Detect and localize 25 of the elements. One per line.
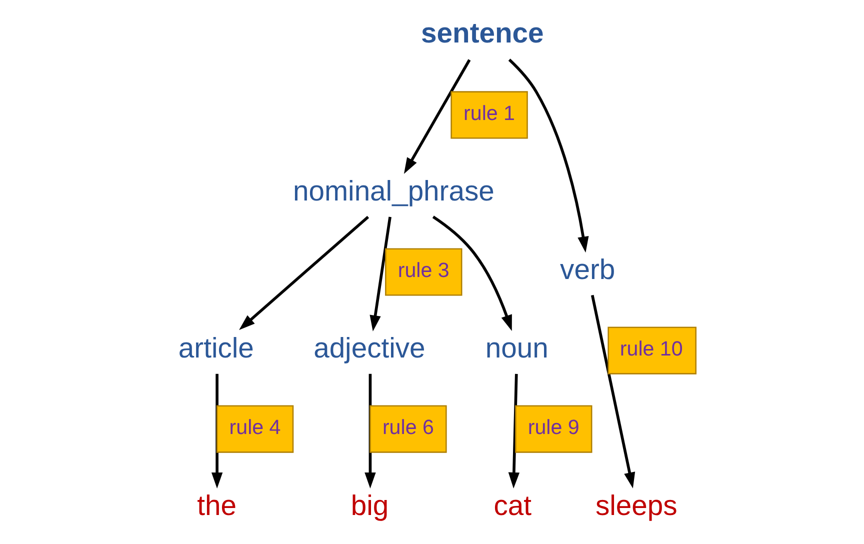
arrow [364,374,376,488]
edge-label: rule 9 [528,416,580,439]
edge-label: rule 4 [229,416,281,439]
node-text: cat [494,488,532,521]
node-text: adjective [314,332,426,364]
node-text: the [197,488,236,521]
node-text: sentence [421,16,544,48]
node-text: noun [485,332,548,364]
arrow [508,374,520,488]
arrow [508,58,589,253]
edge-label: rule 3 [398,258,450,282]
edge-label: rule 10 [620,337,683,360]
arrow [432,216,512,332]
node-text: verb [560,253,616,286]
edge-label: rule 6 [382,416,434,439]
node-text: nominal_phrase [292,174,494,207]
arrow [370,216,392,332]
arrow [239,216,370,330]
arrow [404,59,471,174]
node-text: sleeps [595,488,678,521]
node-text: big [350,488,389,521]
arrow [590,294,636,488]
arrow [211,374,223,488]
edge-label: rule 1 [464,102,516,125]
node-text: article [178,332,254,364]
